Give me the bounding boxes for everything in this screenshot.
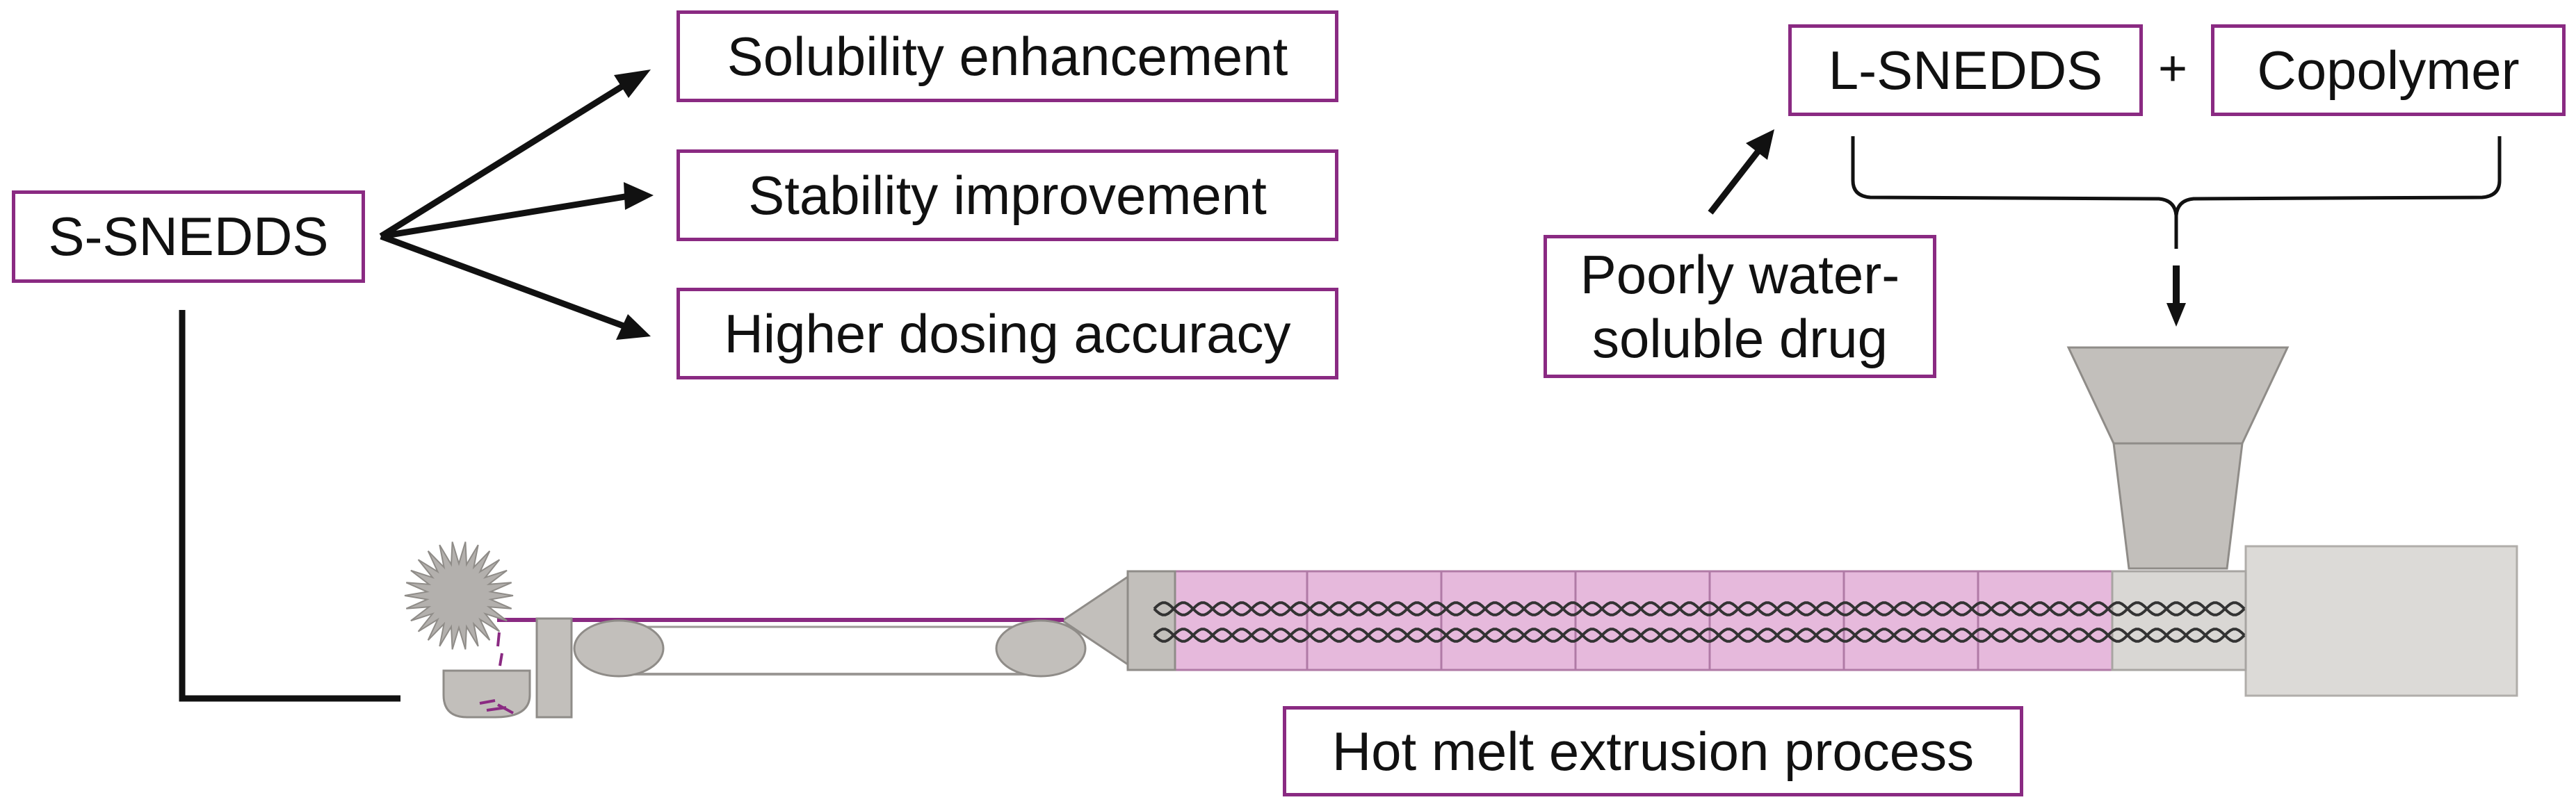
l-snedds-box: L-SNEDDS xyxy=(1788,24,2143,116)
hopper-icon xyxy=(2066,346,2290,570)
solubility-label: Solubility enhancement xyxy=(727,25,1288,87)
arrow-icon xyxy=(380,233,631,332)
pellets xyxy=(496,632,503,666)
arrow-icon xyxy=(614,69,651,98)
pellets-in-tray xyxy=(479,699,514,714)
pelletizer-icon xyxy=(404,541,514,650)
arrow-icon xyxy=(616,314,651,340)
copolymer-box: Copolymer xyxy=(2211,24,2566,116)
cutter-plate xyxy=(535,617,573,719)
screw-icon xyxy=(1153,601,2246,643)
roller-icon xyxy=(995,619,1087,678)
dosing-label: Higher dosing accuracy xyxy=(724,302,1291,364)
poorly-soluble-line2: soluble drug xyxy=(1592,308,1888,369)
fan-arrows xyxy=(379,79,631,332)
s-snedds-box: S-SNEDDS xyxy=(12,190,365,283)
collection-tray-icon xyxy=(442,669,531,719)
stability-box: Stability improvement xyxy=(677,149,1338,241)
l-snedds-label: L-SNEDDS xyxy=(1828,39,2103,101)
motor-icon xyxy=(2244,545,2518,697)
stability-label: Stability improvement xyxy=(748,164,1267,226)
arrow-icon xyxy=(624,182,654,210)
poorly-soluble-drug-box: Poorly water- soluble drug xyxy=(1544,235,1936,378)
screw-thread xyxy=(1153,601,2246,616)
arrow-icon xyxy=(379,79,631,239)
screw-thread xyxy=(1153,628,2246,643)
arrow-heads xyxy=(614,69,654,340)
arrow-icon xyxy=(2166,303,2186,327)
s-snedds-label: S-SNEDDS xyxy=(48,206,329,268)
hot-melt-extrusion-box: Hot melt extrusion process xyxy=(1283,706,2023,796)
poorly-soluble-line1: Poorly water- xyxy=(1580,243,1900,305)
roller-icon xyxy=(573,619,665,678)
copolymer-label: Copolymer xyxy=(2257,39,2520,101)
dosing-box: Higher dosing accuracy xyxy=(677,288,1338,379)
hot-melt-extrusion-label: Hot melt extrusion process xyxy=(1331,720,1975,782)
connector-line xyxy=(179,310,400,702)
conveyor-belt-icon xyxy=(497,618,1087,678)
plus-sign: + xyxy=(2158,41,2188,97)
arrow-icon xyxy=(1708,148,1762,215)
solubility-box: Solubility enhancement xyxy=(677,10,1338,102)
arrow-icon xyxy=(380,193,630,240)
barrel xyxy=(1174,570,2247,671)
die-icon xyxy=(1060,570,1176,671)
arrow-icon xyxy=(1746,129,1774,160)
